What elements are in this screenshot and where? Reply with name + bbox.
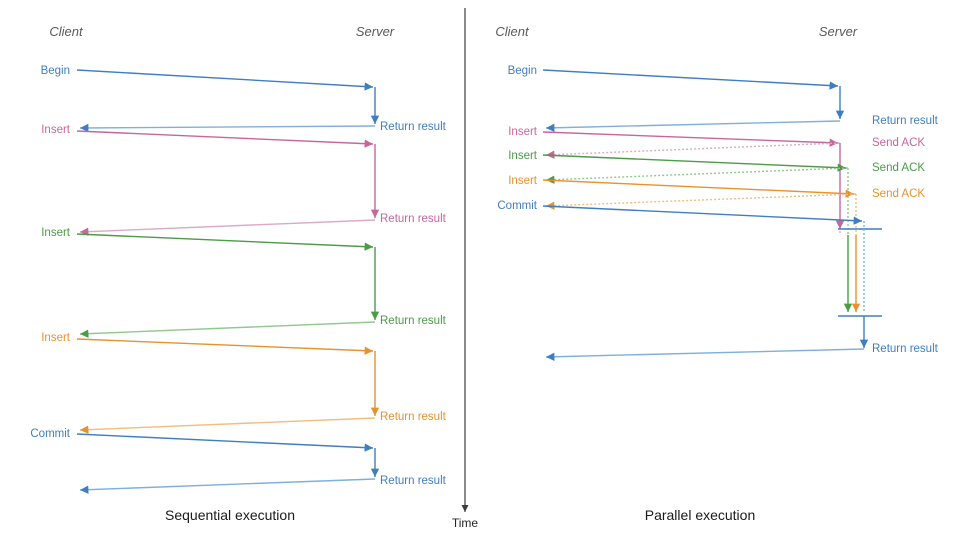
panel-caption-parallel: Parallel execution [645,507,756,523]
arrow-request-insert-2-parallel [542,154,847,172]
msg-label-ack-insert-2-parallel: Send ACK [872,162,925,174]
msg-label-return-insert-2-sequential: Return result [380,315,447,327]
msg-label-insert-1-parallel: Insert [508,126,538,138]
msg-label-return-begin-parallel: Return result [872,115,939,127]
msg-label-return-commit-parallel: Return result [872,343,939,355]
arrow-response-insert-2-sequential [79,321,376,338]
msg-label-insert-2-parallel: Insert [508,150,538,162]
msg-label-insert-1-sequential: Insert [41,124,71,136]
msg-label-ack-insert-1-parallel: Send ACK [872,137,925,149]
msg-label-commit-sequential: Commit [30,428,70,440]
msg-label-insert-3-parallel: Insert [508,175,538,187]
diagram-geometry [76,8,882,512]
arrow-request-insert-1-parallel [542,131,839,147]
arrow-request-begin-sequential [76,69,374,91]
client-lane-title-parallel: Client [495,24,530,39]
arrow-response-commit-parallel [545,348,865,361]
msg-label-commit-parallel: Commit [497,200,537,212]
server-lane-title-parallel: Server [819,24,858,39]
arrow-request-insert-1-sequential [76,130,374,148]
arrow-response-insert-1-sequential [79,219,376,236]
msg-label-insert-2-sequential: Insert [41,227,71,239]
arrow-response-commit-sequential [79,478,376,494]
msg-label-return-commit-sequential: Return result [380,475,447,487]
msg-label-return-begin-sequential: Return result [380,121,447,133]
msg-label-insert-3-sequential: Insert [41,332,71,344]
client-lane-title-sequential: Client [49,24,84,39]
arrow-request-insert-2-sequential [76,233,374,251]
msg-label-return-insert-1-sequential: Return result [380,213,447,225]
arrow-request-insert-3-parallel [542,179,855,198]
arrow-request-commit-sequential [76,433,374,452]
panel-caption-sequential: Sequential execution [165,507,295,523]
msg-label-ack-insert-3-parallel: Send ACK [872,188,925,200]
arrow-request-insert-3-sequential [76,338,374,355]
msg-label-begin-parallel: Begin [508,65,537,77]
arrow-request-begin-parallel [542,69,839,90]
msg-label-return-insert-3-sequential: Return result [380,411,447,423]
arrow-request-commit-parallel [542,205,863,225]
arrow-ack-insert-1-parallel [545,142,841,159]
arrow-ack-insert-2-parallel [545,167,849,184]
arrow-response-begin-parallel [545,120,841,132]
server-lane-title-sequential: Server [356,24,395,39]
msg-label-begin-sequential: Begin [41,65,70,77]
arrow-ack-insert-3-parallel [545,193,857,210]
arrow-response-insert-3-sequential [79,417,376,434]
time-axis-label: Time [452,516,479,530]
arrow-response-begin-sequential [79,123,376,133]
